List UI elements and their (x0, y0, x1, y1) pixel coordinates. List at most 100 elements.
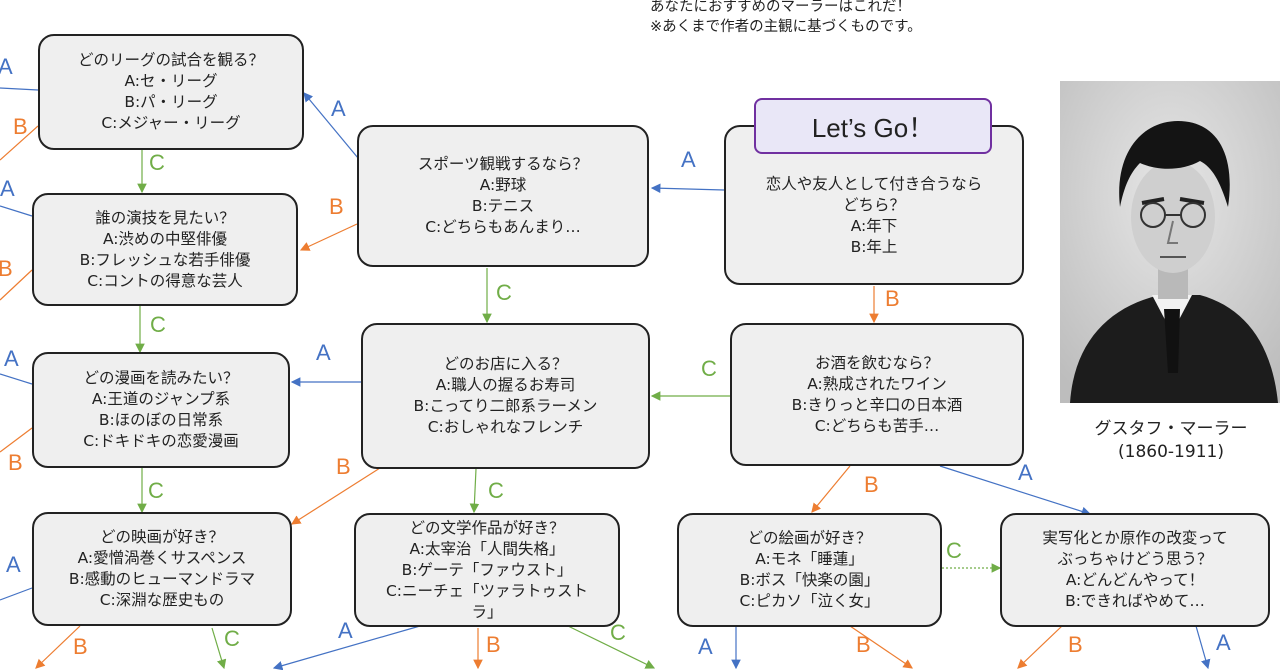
node-league-option-c: C:メジャー・リーグ (101, 114, 241, 132)
node-sports-question: スポーツ観戦するなら？ (417, 155, 589, 173)
node-literature-option-b: B:ゲーテ「ファウスト」 (401, 560, 573, 579)
node-shop-option-b: B:こってり二郎系ラーメン (413, 397, 598, 415)
node-literature-option-c-cont: ラ」 (471, 602, 503, 621)
node-movie-option-b: B:感動のヒューマンドラマ (68, 570, 256, 588)
node-manga-option-a: A:王道のジャンプ系 (91, 390, 231, 408)
arrow-adaptation-a-out (1195, 625, 1211, 670)
node-drink-option-b: B:きりっと辛口の日本酒 (791, 395, 963, 414)
node-literature-option-a: A:太宰治「人間失格」 (409, 539, 565, 558)
arrow-league-a-out (0, 87, 39, 91)
edge-label-c: C (610, 620, 626, 645)
edge-label-c: C (224, 626, 240, 651)
node-painting: どの絵画が好き？ A:モネ「睡蓮」 B:ボス「快楽の園」 C:ピカソ「泣く女」 (677, 513, 942, 627)
edge-label-a: A (698, 634, 713, 659)
portrait-photo-icon (1060, 81, 1280, 403)
node-league-option-a: A:セ・リーグ (124, 72, 218, 90)
node-painting-question: どの絵画が好き？ (747, 529, 872, 547)
node-manga: どの漫画を読みたい？ A:王道のジャンプ系 B:ほのぼの日常系 C:ドキドキの恋… (32, 352, 290, 468)
start-box: Let’s Go！ (754, 98, 992, 154)
arrow-partner-to-sports (650, 183, 725, 194)
edge-label-c: C (150, 312, 166, 337)
node-painting-option-b: B:ボス「快楽の園」 (739, 571, 880, 589)
arrow-drink-to-adaptation (939, 465, 1092, 517)
arrow-league-b-out (0, 125, 39, 161)
node-acting-option-a: A:渋めの中堅俳優 (102, 229, 228, 248)
node-drink-option-c: C:どちらも苦手… (814, 416, 940, 435)
node-movie: どの映画が好き？ A:愛憎渦巻くサスペンス B:感動のヒューマンドラマ C:深淵… (32, 512, 292, 626)
intro-line-2: ※あくまで作者の主観に基づくものです。 (650, 19, 922, 35)
arrow-painting-b-out (849, 625, 913, 669)
edge-label-c: C (496, 280, 512, 305)
node-acting-question: 誰の演技を見たい？ (95, 208, 235, 227)
arrow-manga-b-out (0, 427, 33, 453)
node-manga-option-b: B:ほのぼの日常系 (98, 411, 224, 429)
node-adaptation-question: 実写化とか原作の改変って (1042, 529, 1228, 547)
node-league-question: どのリーグの試合を観る？ (77, 51, 264, 69)
node-acting-option-b: B:フレッシュな若手俳優 (79, 250, 251, 269)
edge-label-a: A (331, 96, 346, 121)
node-league-option-b: B:パ・リーグ (124, 93, 218, 111)
node-sports: スポーツ観戦するなら？ A:野球 B:テニス C:どちらもあんまり… (357, 125, 649, 267)
edge-label-a: A (1216, 630, 1231, 655)
node-literature: どの文学作品が好き？ A:太宰治「人間失格」 B:ゲーテ「ファウスト」 C:ニー… (354, 513, 620, 627)
node-sports-option-b: B:テニス (471, 197, 535, 215)
node-literature-question: どの文学作品が好き？ (409, 518, 565, 537)
intro-text: あなたにおすすめのマーラーはこれだ！ ※あくまで作者の主観に基づくものです。 (650, 0, 922, 37)
node-shop-option-a: A:職人の握るお寿司 (435, 376, 576, 394)
arrow-adaptation-b-out (1017, 625, 1063, 669)
edge-label-a: A (4, 346, 19, 371)
node-manga-question: どの漫画を読みたい？ (83, 369, 239, 387)
node-shop-option-c: C:おしゃれなフレンチ (427, 418, 584, 436)
arrow-literature-c-out (567, 625, 656, 669)
portrait-name: グスタフ・マーラー (1094, 419, 1248, 439)
edge-label-b: B (885, 286, 900, 311)
node-partner-question-2: どちら？ (842, 196, 905, 214)
edge-label-c: C (488, 478, 504, 503)
edge-label-b: B (856, 632, 871, 657)
arrow-movie-b-out (35, 625, 81, 669)
arrow-manga-a-out (0, 373, 33, 385)
node-drink-question: お酒を飲むなら？ (814, 353, 939, 372)
node-movie-question: どの映画が好き？ (99, 528, 224, 546)
edge-label-a: A (1018, 460, 1033, 485)
arrow-sports-to-league (303, 92, 359, 159)
node-drink: お酒を飲むなら？ A:熟成されたワイン B:きりっと辛口の日本酒 C:どちらも苦… (730, 323, 1024, 466)
edge-label-b: B (13, 114, 28, 139)
node-shop: どのお店に入る？ A:職人の握るお寿司 B:こってり二郎系ラーメン C:おしゃれ… (361, 323, 650, 469)
node-shop-question: どのお店に入る？ (443, 355, 568, 373)
intro-line-1: あなたにおすすめのマーラーはこれだ！ (650, 0, 911, 15)
edge-label-b: B (329, 194, 344, 219)
node-movie-option-c: C:深淵な歴史もの (99, 591, 225, 609)
edge-label-b: B (8, 450, 23, 475)
arrow-literature-a-out (272, 625, 421, 670)
node-adaptation: 実写化とか原作の改変って ぶっちゃけどう思う？ A:どんどんやって！ B:できれ… (1000, 513, 1270, 627)
node-manga-option-c: C:ドキドキの恋愛漫画 (83, 432, 239, 450)
arrow-shop-to-movie (290, 467, 381, 525)
portrait-years: (1860-1911) (1118, 442, 1224, 462)
edge-label-a: A (338, 618, 353, 643)
edge-label-c: C (701, 356, 717, 381)
portrait-caption: グスタフ・マーラー (1860-1911) (1062, 418, 1280, 464)
node-drink-option-a: A:熟成されたワイン (807, 374, 947, 393)
arrow-movie-a-out (0, 587, 33, 601)
edge-label-c: C (946, 538, 962, 563)
arrow-drink-to-painting (811, 465, 851, 513)
edge-label-a: A (316, 340, 331, 365)
edge-label-a: A (6, 552, 21, 577)
arrow-sports-to-acting (299, 223, 358, 251)
node-acting: 誰の演技を見たい？ A:渋めの中堅俳優 B:フレッシュな若手俳優 C:コントの得… (32, 193, 298, 306)
node-partner-option-a: A:年下 (850, 217, 898, 235)
arrow-acting-a-out (0, 205, 33, 217)
node-movie-option-a: A:愛憎渦巻くサスペンス (77, 549, 247, 567)
edge-label-b: B (0, 256, 13, 281)
arrow-movie-c-out (211, 627, 227, 670)
edge-label-a: A (0, 176, 15, 201)
edge-label-b: B (336, 454, 351, 479)
node-partner-question: 恋人や友人として付き合うなら (765, 175, 983, 193)
node-sports-option-a: A:野球 (479, 176, 527, 194)
edge-label-a: A (681, 147, 696, 172)
edge-label-b: B (1068, 632, 1083, 657)
edge-label-c: C (148, 478, 164, 503)
node-painting-option-a: A:モネ「睡蓮」 (755, 550, 864, 568)
